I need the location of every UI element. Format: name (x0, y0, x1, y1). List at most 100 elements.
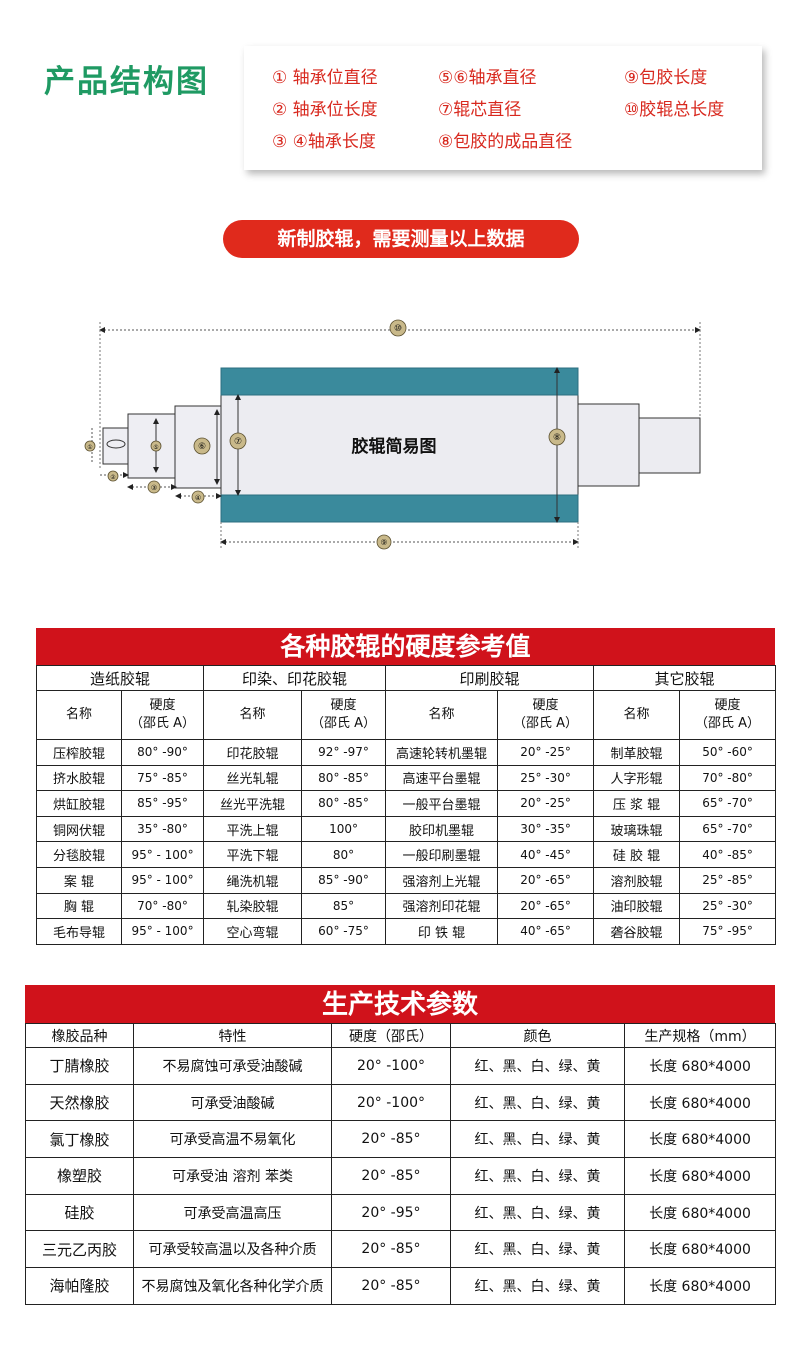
spec: 长度 680*4000 (624, 1157, 776, 1195)
hardness: 20° -85° (331, 1267, 451, 1305)
hardness-value: 60° -75° (301, 918, 387, 945)
hardness-label: 硬度 (330, 698, 357, 713)
rubber-type: 氯丁橡胶 (25, 1120, 134, 1159)
roller-name: 胶印机墨辊 (385, 815, 499, 843)
roller-name: 玻璃珠辊 (593, 815, 681, 843)
rubber-type: 橡塑胶 (25, 1157, 134, 1195)
column-header: 生产规格（mm） (624, 1023, 776, 1048)
roller-name: 胸 辊 (36, 892, 122, 920)
hardness-unit: （邵氏 A） (695, 716, 761, 731)
hardness-title: 各种胶辊的硬度参考值 (36, 628, 775, 665)
legend-item: ⑨包胶长度 (624, 68, 708, 88)
roller-name: 溶剂胶辊 (593, 866, 681, 894)
roller-name: 高速平台墨辊 (385, 764, 499, 792)
col-name-header: 名称 (203, 690, 303, 740)
roller-name: 丝光平洗辊 (203, 790, 303, 817)
legend-item: ⑧包胶的成品直径 (438, 132, 573, 152)
property: 不易腐蚀可承受油酸碱 (133, 1047, 332, 1085)
property: 可承受油酸碱 (133, 1083, 332, 1122)
group-header: 造纸胶辊 (35, 665, 205, 691)
roller-name: 强溶剂印花辊 (385, 892, 499, 920)
property: 可承受高温不易氧化 (133, 1120, 332, 1159)
hardness-value: 30° -35° (497, 815, 595, 843)
hardness-value: 40° -45° (497, 841, 595, 868)
marker-6: ⑥ (198, 442, 206, 452)
roller-name: 高速轮转机墨辊 (385, 739, 499, 766)
roller-name: 压 浆 辊 (593, 790, 681, 817)
hardness-value: 85° -90° (301, 866, 387, 894)
marker-9: ⑨ (380, 538, 387, 547)
production-title: 生产技术参数 (25, 985, 775, 1023)
hardness-value: 20° -25° (497, 790, 595, 817)
roller-name: 平洗上辊 (203, 815, 303, 843)
hardness-value: 85° -95° (120, 790, 205, 817)
roller-name: 压榨胶辊 (36, 739, 122, 766)
rubber-type: 丁腈橡胶 (25, 1047, 134, 1085)
marker-4: ④ (195, 494, 201, 502)
roller-name: 砻谷胶辊 (593, 918, 681, 945)
notice-banner: 新制胶辊，需要测量以上数据 (223, 220, 579, 258)
rubber-type: 海帕隆胶 (25, 1267, 134, 1305)
roller-name: 案 辊 (36, 866, 122, 894)
hardness-value: 40° -85° (679, 841, 777, 868)
col-hardness-header: 硬度（邵氏 A） (497, 690, 595, 740)
spec: 长度 680*4000 (624, 1193, 776, 1232)
colors: 红、黑、白、绿、黄 (450, 1230, 625, 1269)
marker-5: ⑤ (153, 444, 158, 451)
hardness-label: 硬度 (532, 698, 559, 713)
legend-item: ③ ④轴承长度 (272, 132, 376, 152)
hardness-value: 20° -65° (497, 866, 595, 894)
col-name-header: 名称 (36, 690, 122, 740)
hardness-value: 95° - 100° (120, 918, 205, 945)
property: 不易腐蚀及氧化各种化学介质 (133, 1267, 332, 1305)
hardness-value: 65° -70° (679, 790, 777, 817)
hardness-value: 40° -65° (497, 918, 595, 945)
column-header: 颜色 (450, 1023, 625, 1048)
hardness-value: 25° -30° (679, 892, 777, 920)
spec: 长度 680*4000 (624, 1267, 776, 1305)
hardness-unit: （邵氏 A） (129, 716, 196, 731)
rubber-type: 三元乙丙胶 (25, 1230, 134, 1269)
marker-1: ① (87, 444, 92, 451)
hardness-label: 硬度 (149, 698, 176, 713)
hardness-value: 70° -80° (120, 892, 205, 920)
hardness-value: 25° -85° (679, 866, 777, 894)
roller-name: 强溶剂上光辊 (385, 866, 499, 894)
hardness-value: 80° (301, 841, 387, 868)
hardness-label: 硬度 (714, 698, 741, 713)
legend-item: ⑩胶辊总长度 (624, 100, 725, 120)
column-header: 硬度（邵氏） (331, 1023, 451, 1048)
hardness-value: 95° - 100° (120, 866, 205, 894)
colors: 红、黑、白、绿、黄 (450, 1083, 625, 1122)
property: 可承受较高温以及各种介质 (133, 1230, 332, 1269)
roller-name: 空心弯辊 (203, 918, 303, 945)
hardness-value: 20° -65° (497, 892, 595, 920)
spec: 长度 680*4000 (624, 1047, 776, 1085)
hardness-value: 35° -80° (120, 815, 205, 843)
hardness-value: 50° -60° (679, 739, 777, 766)
legend-item: ⑤⑥轴承直径 (438, 68, 537, 88)
hardness-value: 100° (301, 815, 387, 843)
roller-name: 一般印刷墨辊 (385, 841, 499, 868)
hardness-value: 20° -25° (497, 739, 595, 766)
hardness-value: 25° -30° (497, 764, 595, 792)
roller-name: 制革胶辊 (593, 739, 681, 766)
hardness: 20° -85° (331, 1120, 451, 1159)
hardness: 20° -100° (331, 1047, 451, 1085)
hardness-value: 80° -85° (301, 790, 387, 817)
marker-10: ⑩ (394, 324, 402, 334)
roller-name: 丝光轧辊 (203, 764, 303, 792)
group-header: 其它胶辊 (593, 665, 777, 691)
property: 可承受高温高压 (133, 1193, 332, 1232)
